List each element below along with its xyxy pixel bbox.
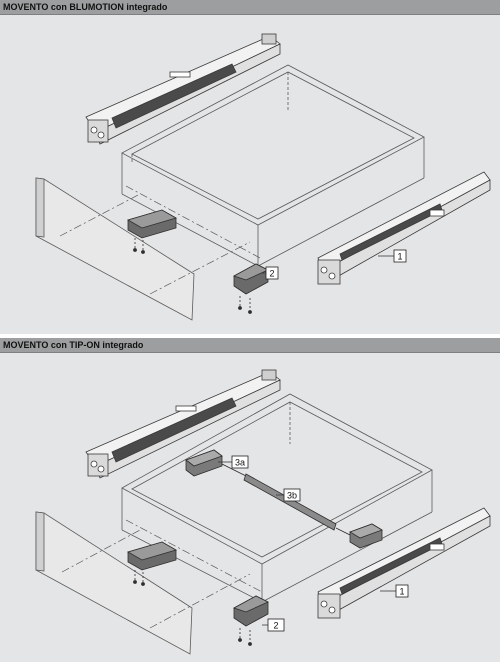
tipon-title: MOVENTO con TIP-ON integrado bbox=[3, 340, 144, 350]
tipon-unit-right bbox=[349, 523, 383, 549]
locking-device-right bbox=[233, 263, 269, 314]
blumotion-panel: MOVENTO con BLUMOTION integrado bbox=[0, 0, 500, 334]
callout-1-label: 1 bbox=[399, 587, 404, 597]
synchronisation-rod bbox=[221, 463, 353, 537]
tipon-unit-left bbox=[185, 449, 223, 477]
blumotion-assembly-drawing: 1 2 bbox=[35, 33, 491, 321]
callout-2-label: 2 bbox=[269, 269, 274, 279]
drawer-box bbox=[121, 393, 433, 603]
callout-3a: 3a bbox=[218, 455, 249, 469]
callout-3b: 3b bbox=[276, 488, 301, 502]
callout-3a-label: 3a bbox=[235, 458, 245, 468]
locking-device-left bbox=[126, 209, 178, 254]
right-runner bbox=[317, 507, 491, 619]
front-panel bbox=[35, 511, 193, 655]
tipon-assembly-drawing: 1 2 3a 3b bbox=[35, 369, 491, 655]
left-runner bbox=[85, 369, 281, 479]
callout-1: 1 bbox=[378, 249, 407, 263]
blumotion-header: MOVENTO con BLUMOTION integrado bbox=[0, 0, 500, 15]
callout-2: 2 bbox=[262, 266, 279, 280]
front-panel bbox=[35, 177, 195, 321]
tipon-panel: MOVENTO con TIP-ON integrado bbox=[0, 338, 500, 662]
alignment-lines bbox=[59, 185, 263, 295]
right-runner bbox=[317, 171, 491, 285]
callout-1: 1 bbox=[380, 584, 409, 598]
callout-3b-label: 3b bbox=[287, 491, 297, 501]
blumotion-title: MOVENTO con BLUMOTION integrado bbox=[3, 2, 168, 12]
tipon-header: MOVENTO con TIP-ON integrado bbox=[0, 338, 500, 353]
callout-2-label: 2 bbox=[273, 621, 278, 631]
locking-device-left bbox=[126, 541, 178, 586]
alignment-lines bbox=[61, 519, 263, 629]
callout-1-label: 1 bbox=[397, 252, 402, 262]
panel-separator bbox=[0, 334, 500, 338]
left-runner bbox=[85, 33, 281, 145]
callout-2: 2 bbox=[262, 618, 285, 632]
locking-device-right bbox=[233, 595, 269, 646]
drawer-box bbox=[121, 64, 425, 267]
